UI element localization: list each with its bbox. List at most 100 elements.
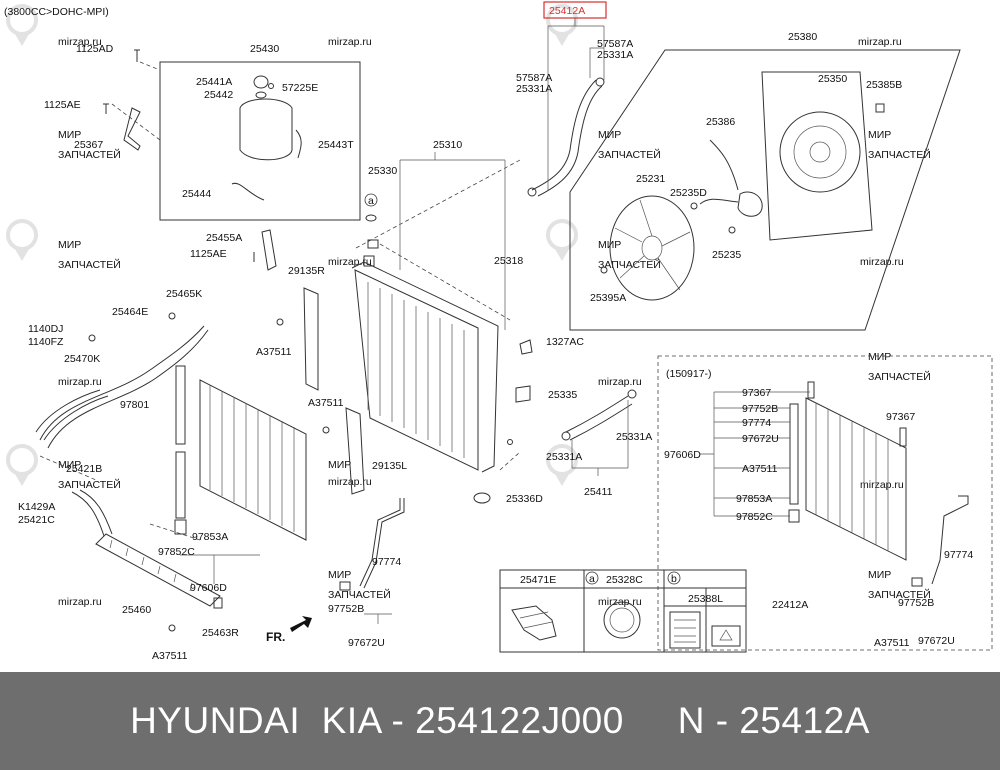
fitting-97752B <box>339 581 351 591</box>
watermark-site: mirzap.ru <box>58 36 102 48</box>
lower-hose-outline <box>569 403 633 441</box>
label-25380: 25380 <box>788 31 817 43</box>
label-25470K: 25470K <box>64 353 100 365</box>
watermark-ru-1: МИР <box>58 129 81 141</box>
inset-group <box>657 355 993 651</box>
watermark-ru-2: ЗАПЧАСТЕЙ <box>58 478 121 491</box>
leader-97672U <box>364 613 392 624</box>
inset-condenser-fins <box>815 403 889 551</box>
label-25444: 25444 <box>182 188 211 200</box>
label-97801: 97801 <box>120 399 149 411</box>
lower-hose-clamp-a <box>561 431 571 441</box>
watermark-ru-2: ЗАПЧАСТЕЙ <box>598 258 661 271</box>
inset-label-97774-b: 97774 <box>944 549 973 561</box>
bolt-1125AE <box>103 103 109 114</box>
fan-blades <box>614 199 691 291</box>
label-25441A: 25441A <box>196 76 232 88</box>
label-1140FZ: 1140FZ <box>28 336 64 348</box>
watermark-ru-2: ЗАПЧАСТЕЙ <box>598 148 661 161</box>
label-25328C: 25328C <box>606 574 643 586</box>
leader-25412A <box>547 18 605 190</box>
inset-fitting-97752B <box>911 577 923 587</box>
radiator-core <box>354 269 479 471</box>
label-97853A: 97853A <box>192 531 228 543</box>
label-25465K: 25465K <box>166 288 202 300</box>
label-25455A: 25455A <box>206 232 242 244</box>
watermark-site: mirzap.ru <box>328 256 372 268</box>
label-25395A: 25395A <box>590 292 626 304</box>
inset-ac-pipe <box>931 495 969 585</box>
watermark-site: mirzap.ru <box>328 36 372 48</box>
label-25335: 25335 <box>548 389 577 401</box>
bracket-25471E <box>511 605 557 641</box>
label-25421B: 25421B <box>66 463 102 475</box>
bolt-A37511-a <box>276 318 284 326</box>
reservoir-cap <box>253 75 269 89</box>
reservoir-hose <box>231 182 265 201</box>
fan-shroud-box <box>569 49 961 331</box>
oil-cooler-line-a <box>39 325 205 441</box>
label-25235: 25235 <box>712 249 741 261</box>
watermark-logo-icon <box>6 444 38 486</box>
label-25331A-right: 25331A <box>616 431 652 443</box>
reference-table <box>499 569 747 653</box>
upper-hose-25412A <box>531 79 597 191</box>
inset-label-97852C: 97852C <box>736 511 773 523</box>
radiator-cap <box>367 239 379 249</box>
ac-pipe-97774 <box>359 498 401 587</box>
ref-table-subgrid <box>664 588 746 652</box>
inset-leaders <box>700 391 810 517</box>
inset-fitting-97367-b <box>899 427 907 447</box>
watermark-ru-1: МИР <box>328 459 351 471</box>
watermark-site: mirzap.ru <box>598 376 642 388</box>
fan-blade-25231 <box>609 195 695 301</box>
screw-25235D <box>690 202 698 210</box>
hose-clamp-upper <box>595 77 605 87</box>
watermark-ru-2: ЗАПЧАСТЕЙ <box>58 258 121 271</box>
watermark-ru-2: ЗАПЧАСТЕЙ <box>868 148 931 161</box>
drain-plug-ring <box>365 214 377 222</box>
drain-plug <box>507 439 513 445</box>
label-25464E: 25464E <box>112 306 148 318</box>
mount-25336D <box>473 492 491 504</box>
inset-label-97752B: 97752B <box>742 403 778 415</box>
inset-label-97853A: 97853A <box>736 493 772 505</box>
label-25367: 25367 <box>74 139 103 151</box>
label-1327AC: 1327AC <box>546 336 584 348</box>
callout-a-marker <box>364 193 378 207</box>
inset-label-97752B-b: 97752B <box>898 597 934 609</box>
fan-shroud <box>761 71 873 241</box>
label-25318: 25318 <box>494 255 523 267</box>
label-25350: 25350 <box>818 73 847 85</box>
watermark-ru-2: ЗАПЧАСТЕЙ <box>868 588 931 601</box>
engine-label: (3800CC>DOHC-MPI) <box>4 6 109 18</box>
radiator-tank <box>351 261 499 473</box>
label-lines <box>674 619 696 643</box>
label-1125AE-lower: 1125AE <box>190 248 227 260</box>
label-1125AD: 1125AD <box>76 43 114 55</box>
fan-hub <box>641 235 663 261</box>
label-22412A: 22412A <box>772 599 808 611</box>
label-25388L: 25388L <box>688 593 723 605</box>
label-25463R: 25463R <box>202 627 239 639</box>
label-25412A: 25412A <box>549 5 585 17</box>
radiator-seal-29135R <box>303 287 319 391</box>
watermark-ru-1: МИР <box>868 351 891 363</box>
watermark-ru-1: МИР <box>598 129 621 141</box>
inset-label-A37511: A37511 <box>742 463 778 475</box>
screw-25395A <box>600 266 608 274</box>
label-29135R: 29135R <box>288 265 325 277</box>
watermark-logo-icon <box>546 444 578 486</box>
watermark-ru-1: МИР <box>868 569 891 581</box>
bolt-1125AD <box>134 49 140 62</box>
watermark-site: mirzap.ru <box>58 376 102 388</box>
label-A37511-b: A37511 <box>308 397 344 409</box>
lower-hose-25411 <box>565 395 629 433</box>
inset-plug <box>788 509 800 523</box>
radiator-seal-29135L <box>345 407 365 495</box>
fr-label: FR. <box>266 630 285 644</box>
watermark-ru-2: ЗАПЧАСТЕЙ <box>58 148 121 161</box>
lower-hose-clamp-b <box>627 389 637 399</box>
mount-1327AC <box>519 339 533 355</box>
oil-cooler-25460 <box>95 533 221 607</box>
